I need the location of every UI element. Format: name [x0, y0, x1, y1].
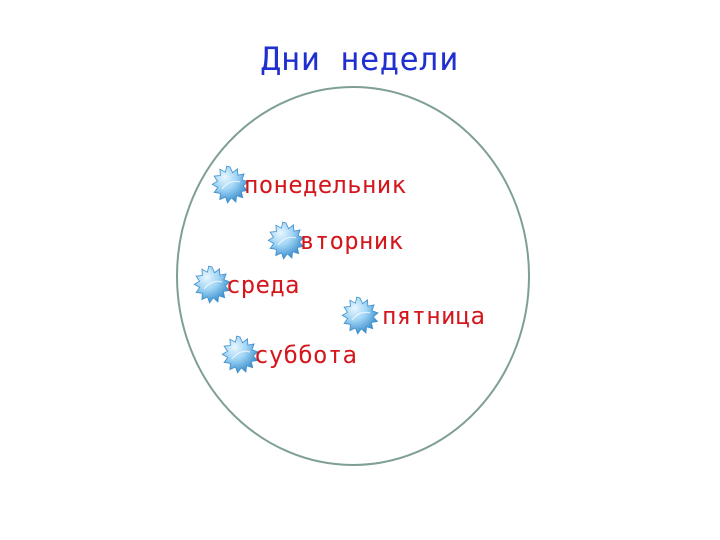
diagram-title: Дни недели: [261, 40, 459, 78]
day-item-monday: понедельник: [210, 165, 406, 205]
day-label: понедельник: [244, 171, 407, 199]
blue-star-badge-icon: [340, 296, 380, 336]
day-item-wednesday: среда: [192, 265, 300, 305]
day-label: суббота: [254, 341, 358, 369]
day-label: пятница: [382, 302, 486, 330]
day-item-friday: пятница: [340, 296, 485, 336]
day-label: вторник: [300, 227, 404, 255]
day-item-saturday: суббота: [220, 335, 357, 375]
day-item-tuesday: вторник: [266, 221, 403, 261]
day-label: среда: [226, 271, 300, 299]
